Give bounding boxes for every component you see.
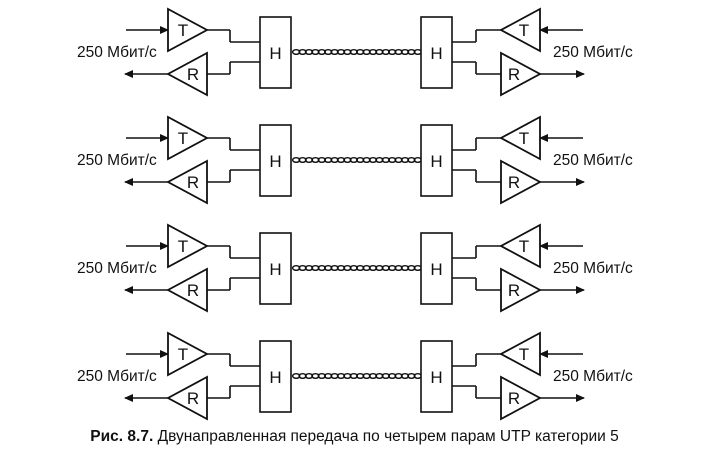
left-rate-label: 250 Мбит/с xyxy=(77,260,157,277)
left-hybrid xyxy=(259,232,292,305)
right-hybrid xyxy=(420,232,453,305)
left-hybrid xyxy=(259,340,292,413)
left-hybrid xyxy=(259,124,292,197)
right-receiver-label: R xyxy=(508,281,520,300)
left-hybrid-label: H xyxy=(269,368,281,387)
left-hybrid xyxy=(259,16,292,89)
channel-row-4: T R 250 Мбит/с H H T R 250 Мбит/с xyxy=(77,331,633,421)
caption-text: Двунаправленная передача по четырем пара… xyxy=(157,428,619,445)
right-hybrid xyxy=(420,340,453,413)
right-hybrid-label: H xyxy=(430,152,442,171)
caption-label: Рис. 8.7. xyxy=(90,428,154,445)
left-receiver-label: R xyxy=(187,389,199,408)
right-rate-label: 250 Мбит/с xyxy=(553,260,633,277)
left-transmitter xyxy=(167,7,209,53)
channel-row-2: T R 250 Мбит/с H H T R 250 Мбит/с xyxy=(77,115,633,205)
twisted-pair xyxy=(291,265,423,272)
left-hybrid-label: H xyxy=(269,260,281,279)
left-rate-label: 250 Мбит/с xyxy=(77,44,157,61)
left-hybrid-label: H xyxy=(269,44,281,63)
left-transmitter xyxy=(167,331,209,377)
left-receiver-label: R xyxy=(187,65,199,84)
left-transmitter-label: T xyxy=(178,345,188,364)
left-transmitter-label: T xyxy=(178,21,188,40)
channel-row-3: T R 250 Мбит/с H H T R 250 Мбит/с xyxy=(77,223,633,313)
left-rate-label: 250 Мбит/с xyxy=(77,152,157,169)
right-transmitter-label: T xyxy=(519,237,529,256)
right-rate-label: 250 Мбит/с xyxy=(553,44,633,61)
twisted-pair xyxy=(291,156,423,163)
right-receiver xyxy=(500,51,542,97)
right-hybrid xyxy=(420,124,453,197)
left-transmitter-label: T xyxy=(178,129,188,148)
right-hybrid-label: H xyxy=(430,260,442,279)
right-rate-label: 250 Мбит/с xyxy=(553,368,633,385)
right-receiver-label: R xyxy=(508,65,520,84)
right-receiver-label: R xyxy=(508,173,520,192)
right-rate-label: 250 Мбит/с xyxy=(553,152,633,169)
channel-row-1: T R 250 Мбит/с H H T R 250 Мбит/с xyxy=(77,7,633,97)
left-transmitter-label: T xyxy=(178,237,188,256)
right-hybrid-label: H xyxy=(430,368,442,387)
right-transmitter-label: T xyxy=(519,129,529,148)
right-transmitter-label: T xyxy=(519,345,529,364)
right-receiver xyxy=(500,159,542,205)
left-hybrid-label: H xyxy=(269,152,281,171)
left-rate-label: 250 Мбит/с xyxy=(77,368,157,385)
right-receiver xyxy=(500,267,542,313)
figure-caption: Рис. 8.7. Двунаправленная передача по че… xyxy=(0,428,709,446)
right-receiver xyxy=(500,375,542,421)
twisted-pair xyxy=(291,373,423,380)
left-transmitter xyxy=(167,223,209,269)
left-receiver-label: R xyxy=(187,173,199,192)
right-transmitter-label: T xyxy=(519,21,529,40)
right-receiver-label: R xyxy=(508,389,520,408)
left-transmitter xyxy=(167,115,209,161)
right-hybrid-label: H xyxy=(430,44,442,63)
left-receiver-label: R xyxy=(187,281,199,300)
right-hybrid xyxy=(420,16,453,89)
twisted-pair xyxy=(291,49,423,56)
